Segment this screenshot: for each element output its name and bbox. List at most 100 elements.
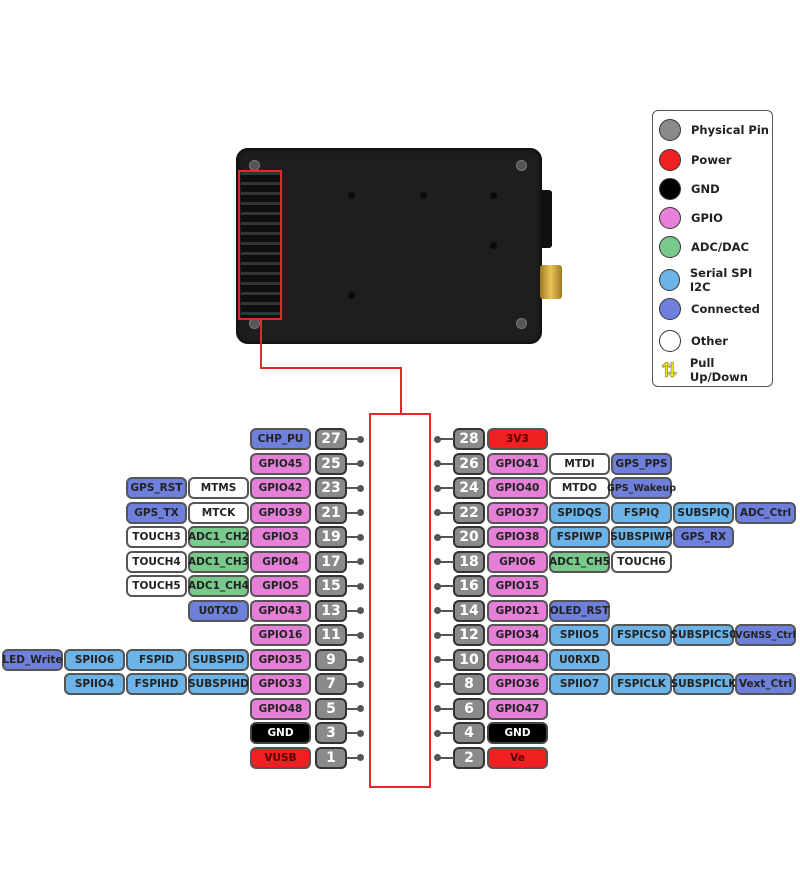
pin-number: 15 (315, 575, 347, 597)
mount-hole (348, 192, 355, 199)
pin-label-connected: OLED_RST (549, 599, 610, 622)
pin-label-serial: SUBSPIQ (673, 501, 734, 524)
pin-lead (440, 756, 454, 759)
legend-label: Connected (691, 302, 760, 316)
pin-dot (357, 558, 364, 565)
pin-label-other: TOUCH6 (611, 550, 672, 573)
pin-label-gpio: GPIO44 (487, 648, 548, 671)
legend-item-power: Power (659, 149, 731, 171)
screw-icon (516, 160, 527, 171)
pin-label-serial: FSPIQ (611, 501, 672, 524)
pin-label-power: Ve (487, 746, 548, 769)
pin-label-gpio: GPIO39 (250, 501, 311, 524)
pin-number: 5 (315, 697, 347, 720)
pin-dot (357, 680, 364, 688)
pin-lead (440, 585, 454, 587)
pin-number: 27 (315, 428, 347, 450)
pin-lead (440, 536, 454, 538)
legend-item-gnd: GND (659, 178, 720, 200)
pin-label-serial: FSPIHD (126, 673, 187, 695)
pin-label-gpio: GPIO41 (487, 452, 548, 475)
pin-number: 1 (315, 746, 347, 769)
pin-lead (440, 487, 454, 489)
pin-label-other: TOUCH4 (126, 550, 187, 573)
pin-label-other: TOUCH5 (126, 575, 187, 597)
pin-label-gpio: GPIO5 (250, 575, 311, 597)
pin-label-connected: CHP_PU (250, 428, 311, 450)
pin-label-gpio: GPIO33 (250, 673, 311, 695)
pin-lead (440, 560, 454, 563)
pin-label-gpio: GPIO21 (487, 599, 548, 622)
legend-swatch-power-icon (659, 149, 681, 171)
pin-label-serial: SUBSPID (188, 648, 249, 671)
antenna-connector-icon (540, 265, 562, 299)
pin-label-connected: VGNSS_Ctrl (735, 624, 796, 646)
pin-label-gpio: GPIO35 (250, 648, 311, 671)
pin-number: 23 (315, 477, 347, 499)
pin-label-serial: FSPID (126, 648, 187, 671)
legend-label: ADC/DAC (691, 240, 749, 254)
pin-label-connected: Vext_Ctrl (735, 673, 796, 695)
pin-lead (440, 732, 454, 734)
pin-label-gpio: GPIO16 (250, 624, 311, 646)
pin-label-gpio: GPIO3 (250, 526, 311, 548)
mount-hole (420, 192, 427, 199)
pin-dot (434, 631, 441, 639)
pin-dot (434, 484, 441, 492)
pin-dot (357, 729, 364, 737)
pin-dot (357, 460, 364, 467)
pin-dot (434, 729, 441, 737)
pin-label-gpio: GPIO37 (487, 501, 548, 524)
pin-lead (440, 707, 454, 710)
pin-number: 16 (453, 575, 485, 597)
legend-item-adc: ADC/DAC (659, 236, 749, 258)
pin-number: 12 (453, 624, 485, 646)
pin-label-adc: ADC1_CH3 (188, 550, 249, 573)
pin-label-connected: GPS_RX (673, 526, 734, 548)
pin-dot (357, 705, 364, 712)
pin-dot (357, 533, 364, 541)
pin-number: 17 (315, 550, 347, 573)
pin-lead (440, 658, 454, 661)
card-slot (542, 190, 552, 248)
pin-label-gpio: GPIO48 (250, 697, 311, 720)
pin-label-connected: GPS_RST (126, 477, 187, 499)
pin-number: 3 (315, 722, 347, 744)
pin-number: 22 (453, 501, 485, 524)
header-highlight (238, 170, 282, 320)
pin-label-other: TOUCH3 (126, 526, 187, 548)
pin-dot (357, 607, 364, 614)
pin-dot (434, 435, 441, 443)
pin-lead (347, 658, 361, 661)
pin-label-gpio: GPIO4 (250, 550, 311, 573)
pin-dot (357, 754, 364, 761)
pin-dot (434, 656, 441, 663)
pin-lead (347, 462, 361, 465)
pin-label-serial: SPIIO5 (549, 624, 610, 646)
pin-label-serial: U0RXD (549, 648, 610, 671)
pin-dot (434, 533, 441, 541)
legend-label: GND (691, 182, 720, 196)
pin-number: 9 (315, 648, 347, 671)
pin-dot (357, 582, 364, 590)
pin-number: 6 (453, 697, 485, 720)
pin-label-gpio: GPIO42 (250, 477, 311, 499)
pin-lead (347, 536, 361, 538)
pin-dot (434, 582, 441, 590)
pin-label-serial: SUBSPICS0 (670, 624, 737, 646)
pin-dot (434, 705, 441, 712)
pin-number: 19 (315, 526, 347, 548)
pin-lead (347, 438, 361, 440)
pin-dot (434, 607, 441, 614)
pin-label-connected: GPS_TX (126, 501, 187, 524)
pin-label-gpio: GPIO38 (487, 526, 548, 548)
pin-label-other: MTDO (549, 477, 610, 499)
pin-label-connected: GPS_PPS (611, 452, 672, 475)
pin-lead (347, 511, 361, 514)
pin-label-other: MTDI (549, 452, 610, 475)
pin-label-gpio: GPIO34 (487, 624, 548, 646)
pin-label-gpio: GPIO40 (487, 477, 548, 499)
pin-dot (357, 656, 364, 663)
pin-lead (440, 462, 454, 465)
pin-label-serial: SPIIO6 (64, 648, 125, 671)
